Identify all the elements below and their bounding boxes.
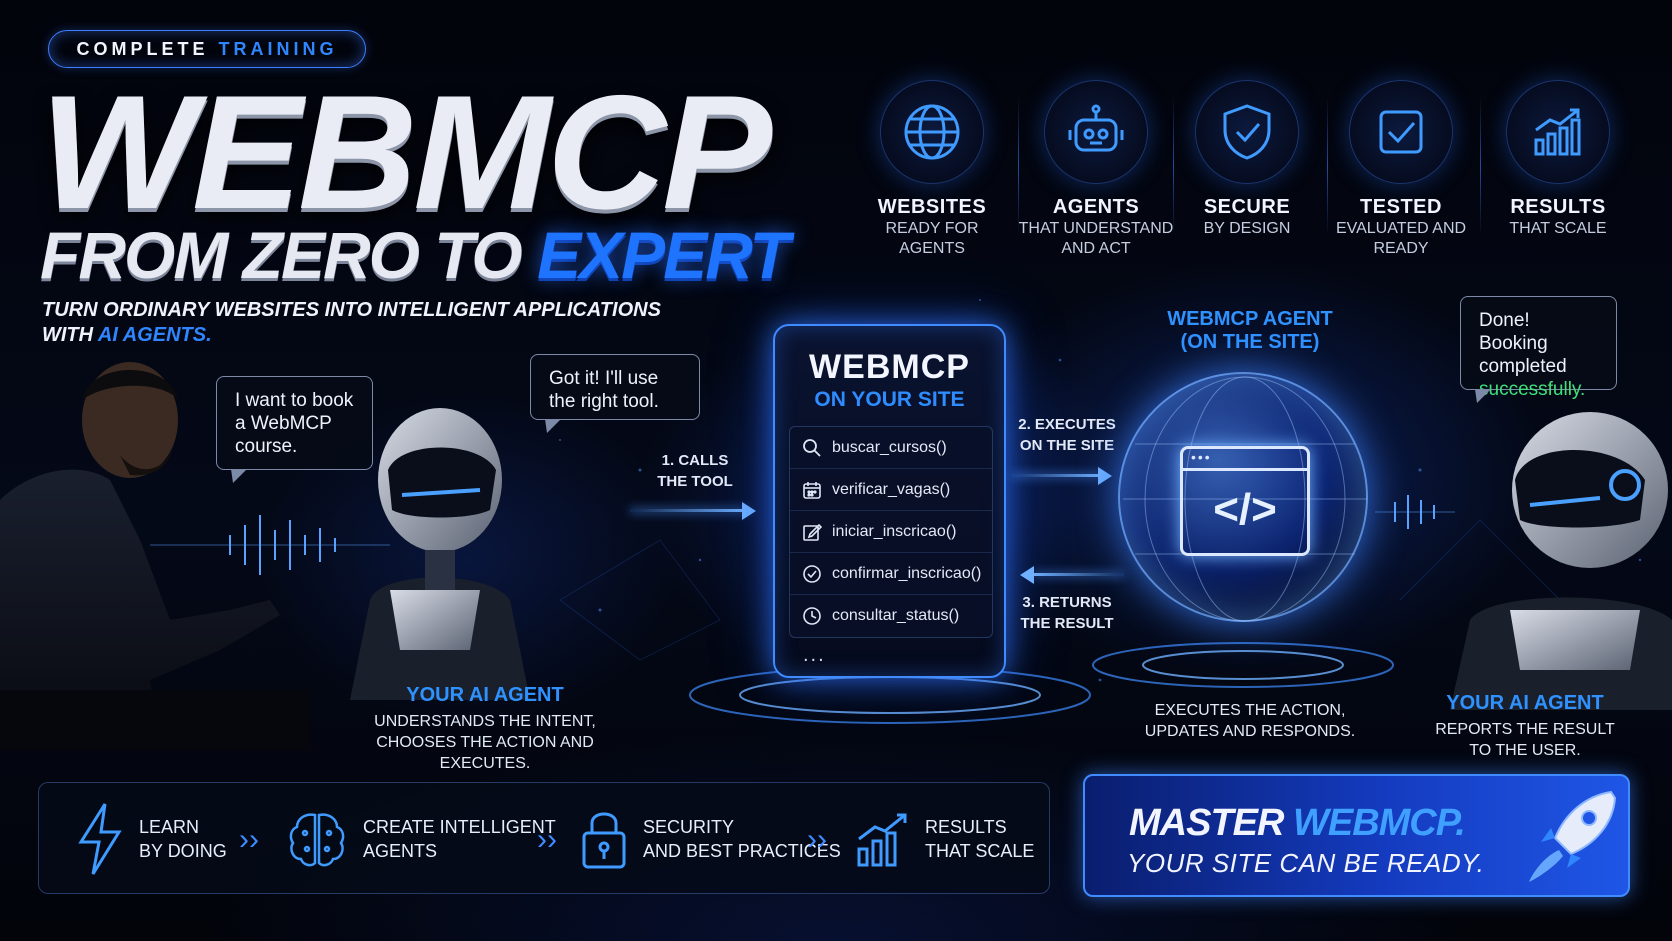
divider bbox=[1327, 96, 1328, 236]
chevron-right-icon: ›› bbox=[537, 823, 557, 856]
done-speech-bubble: Done! Booking completed successfully. bbox=[1460, 296, 1617, 403]
tagline: TURN ORDINARY WEBSITES INTO INTELLIGENT … bbox=[42, 299, 661, 346]
user-illustration bbox=[0, 362, 310, 750]
tool-list: buscar_cursos() verificar_vagas() inicia… bbox=[789, 426, 993, 638]
search-icon bbox=[803, 438, 821, 457]
step-returns: 3. RETURNS THE RESULT bbox=[1020, 594, 1114, 632]
check-circle-icon bbox=[803, 564, 821, 583]
agent-speech-bubble: Got it! I'll use the right tool. bbox=[530, 354, 700, 433]
divider bbox=[1018, 96, 1019, 236]
tool-item[interactable]: buscar_cursos() bbox=[790, 427, 992, 469]
arrow-head bbox=[742, 502, 756, 520]
globe-icon bbox=[880, 80, 984, 184]
chevron-right-icon: ›› bbox=[807, 823, 827, 856]
arrow-right bbox=[630, 509, 748, 512]
step-calls-tool: 1. CALLS THE TOOL bbox=[657, 452, 733, 490]
checkbox-icon bbox=[1349, 80, 1453, 184]
sound-wave-icon bbox=[150, 515, 390, 575]
chart-growth-icon bbox=[857, 813, 907, 867]
hero-title: WEBMCP bbox=[40, 62, 772, 243]
site-agent-caption: EXECUTES THE ACTION, UPDATES AND RESPOND… bbox=[1144, 702, 1356, 740]
user-speech-bubble: I want to book a WebMCP course. bbox=[216, 376, 373, 483]
agent-right-caption: YOUR AI AGENT REPORTS THE RESULT TO THE … bbox=[1435, 692, 1615, 759]
divider bbox=[1173, 96, 1174, 236]
feature-tested: TESTED EVALUATED AND READY bbox=[1326, 80, 1476, 259]
webmcp-tools-panel: WEBMCP ON YOUR SITE buscar_cursos() veri… bbox=[773, 324, 1006, 678]
lock-icon bbox=[582, 812, 626, 869]
rocket-icon bbox=[1529, 790, 1617, 882]
cta-banner[interactable]: MASTER WEBMCP. YOUR SITE CAN BE READY. bbox=[1083, 774, 1630, 897]
arrow-left bbox=[1032, 573, 1124, 576]
feature-secure: SECURE BY DESIGN bbox=[1172, 80, 1322, 239]
tool-item[interactable]: consultar_status() bbox=[790, 595, 992, 637]
arrow-head bbox=[1098, 467, 1112, 485]
tool-item[interactable]: confirmar_inscricao() bbox=[790, 553, 992, 595]
feature-results: RESULTS THAT SCALE bbox=[1483, 80, 1633, 239]
shield-check-icon bbox=[1195, 80, 1299, 184]
calendar-icon bbox=[803, 481, 821, 499]
step-executes: 2. EXECUTES ON THE SITE bbox=[1018, 416, 1116, 454]
site-agent-title: WEBMCP AGENT (ON THE SITE) bbox=[1167, 308, 1333, 353]
feature-websites: WEBSITES READY FOR AGENTS bbox=[857, 80, 1007, 259]
lightning-icon bbox=[78, 803, 122, 875]
hero-subtitle: FROM ZERO TO EXPERT bbox=[40, 218, 790, 292]
arrow-head bbox=[1020, 566, 1034, 584]
agent-left-caption: YOUR AI AGENT UNDERSTANDS THE INTENT, CH… bbox=[374, 684, 596, 772]
code-window-icon: ••• </> bbox=[1180, 446, 1310, 556]
tool-item[interactable]: verificar_vagas() bbox=[790, 469, 992, 511]
brain-icon bbox=[289, 813, 345, 867]
training-badge: COMPLETE TRAINING bbox=[48, 30, 366, 68]
chart-growth-icon bbox=[1506, 80, 1610, 184]
site-agent-globe: ••• </> bbox=[1118, 372, 1368, 622]
robot-icon bbox=[1044, 80, 1148, 184]
ai-agent-robot-left bbox=[350, 408, 530, 700]
tool-item[interactable]: iniciar_inscricao() bbox=[790, 511, 992, 553]
clock-icon bbox=[803, 607, 821, 625]
divider bbox=[1480, 96, 1481, 236]
ai-agent-robot-right bbox=[1450, 412, 1672, 710]
arrow-right bbox=[1012, 474, 1102, 477]
chevron-right-icon: ›› bbox=[239, 823, 259, 856]
feature-agents: AGENTS THAT UNDERSTAND AND ACT bbox=[1018, 80, 1174, 259]
edit-icon bbox=[803, 523, 822, 541]
